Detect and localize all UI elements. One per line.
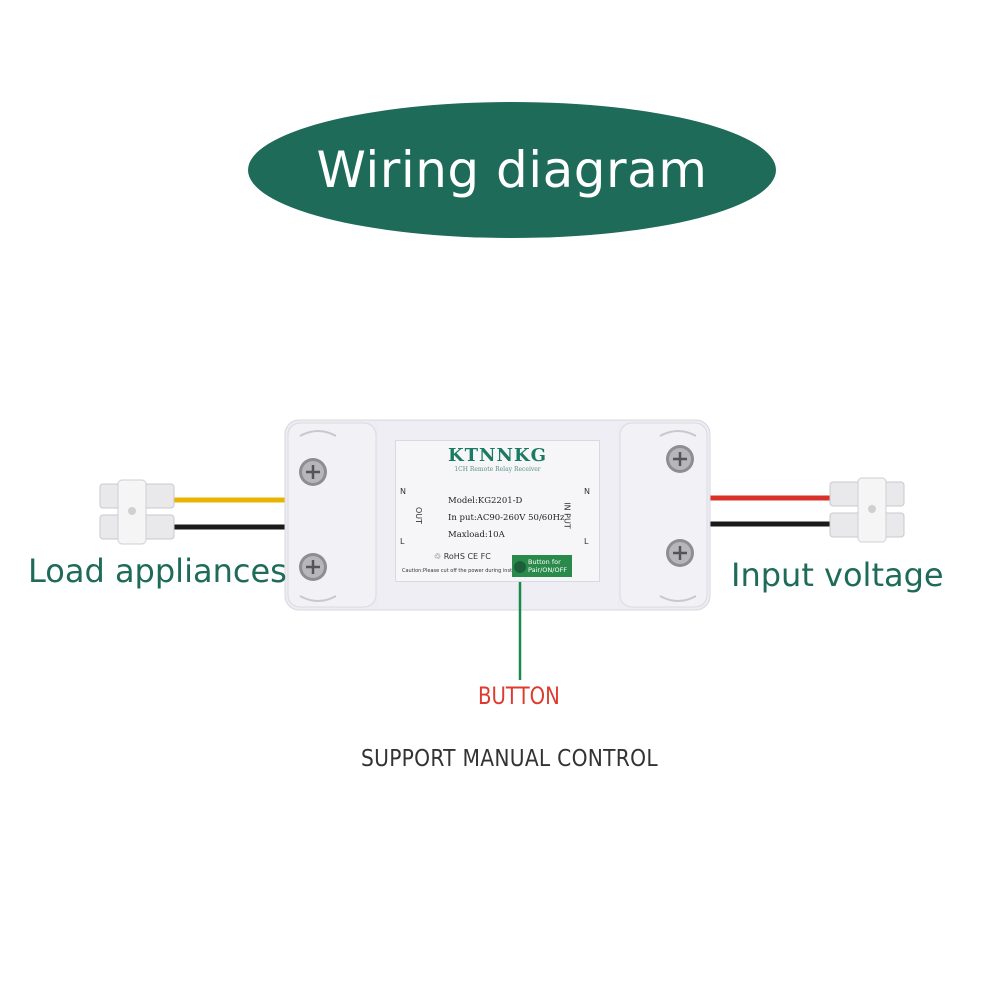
brand-logo: KTNNKG [448,445,547,466]
in-label: IN PUT [562,502,572,529]
in-l-letter: L [584,537,589,546]
terminal-block-right [829,477,905,543]
cert-marks: ♲ RoHS CE FC [434,552,491,561]
out-label: OUT [414,506,424,525]
pair-button-badge[interactable]: Button for Pair/ON/OFF [512,555,572,577]
support-manual-control-label: SUPPORT MANUAL CONTROL [361,746,658,772]
input-voltage-label: Input voltage [731,556,944,594]
screw-icon-left-bottom [299,553,327,581]
caution-text: Caution:Please cut off the power during … [402,568,531,574]
screw-icon-left-top [299,458,327,486]
load-appliances-label: Load appliances [28,552,287,590]
title-banner: Wiring diagram [248,102,776,238]
screw-icon-right-bottom [666,539,694,567]
in-n-letter: N [584,487,590,496]
pair-button-label: Button for Pair/ON/OFF [528,558,568,574]
device-model: Model:KG2201-D [448,496,523,506]
device-label-sticker: KTNNKG 1CH Remote Relay Receiver Model:K… [395,440,600,582]
device-maxload: Maxload:10A [448,530,505,540]
device-input-spec: In put:AC90-260V 50/60Hz [448,513,565,523]
terminal-block-left [99,479,175,545]
page-title: Wiring diagram [316,141,708,199]
screw-icon-right-top [666,445,694,473]
device-subtitle: 1CH Remote Relay Receiver [454,466,541,473]
button-callout-label: BUTTON [478,682,560,710]
out-n-letter: N [400,487,406,496]
out-l-letter: L [400,537,405,546]
pair-button-icon[interactable] [514,561,526,573]
